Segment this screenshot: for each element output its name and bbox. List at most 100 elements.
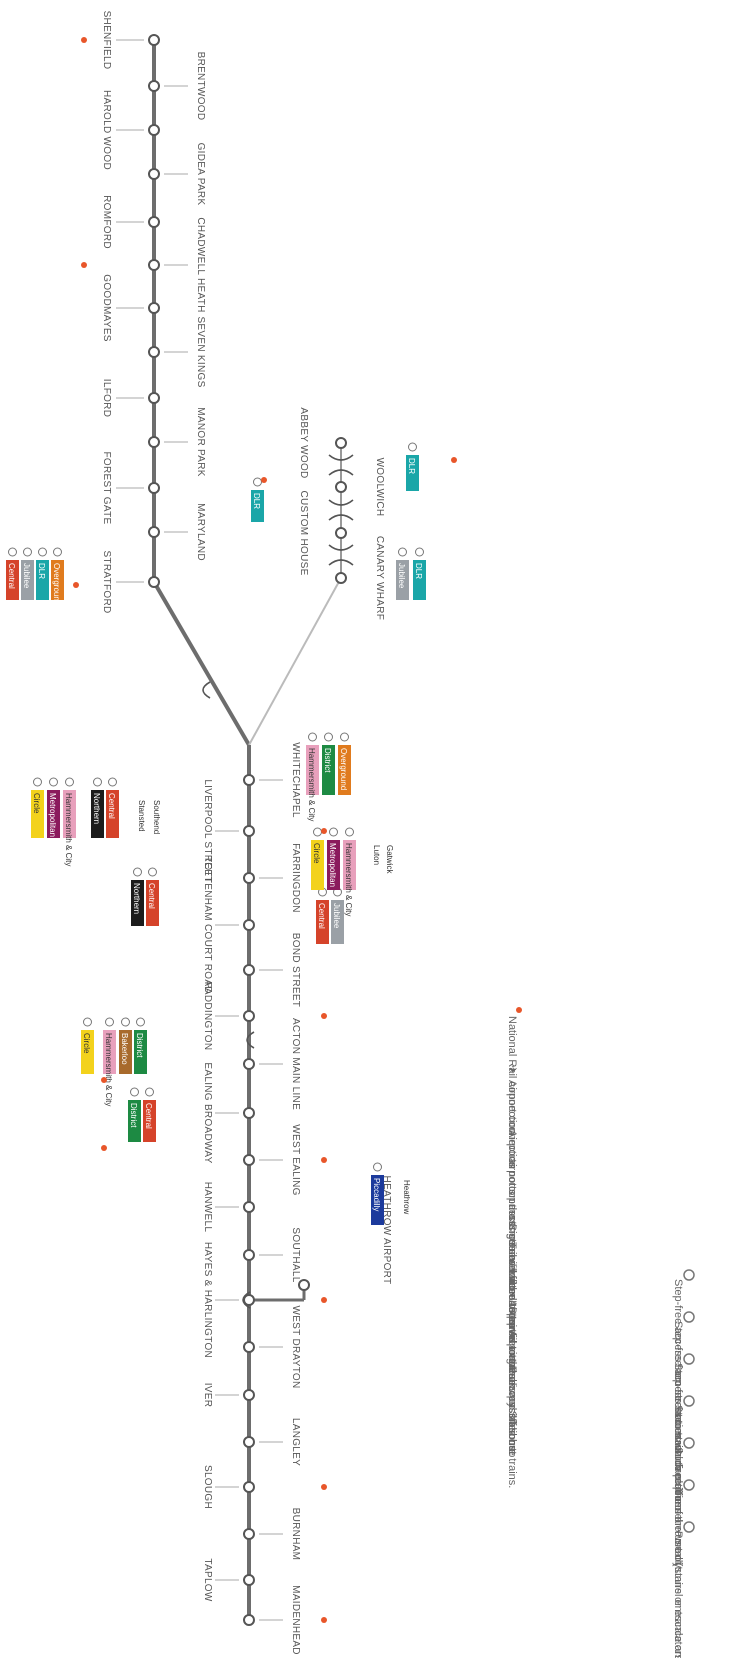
connection-label: Central: [317, 903, 326, 929]
connection-badge: Circle: [31, 777, 44, 838]
station-label: ROMFORD: [101, 195, 112, 249]
airport-label: Stansted: [137, 800, 146, 832]
connection-swatch: [103, 1030, 116, 1074]
portal-icon: [328, 499, 354, 506]
station-marker: [243, 1294, 255, 1306]
legend-item: Portal (tunnel entrance and exit): [672, 1531, 684, 1658]
station-marker: [148, 436, 160, 448]
legend-icon: [683, 1395, 695, 1407]
connection-badge: Central: [106, 777, 119, 838]
connection-label: Hammersmith & City: [344, 843, 353, 916]
connection-label: Overground: [339, 748, 348, 790]
station-label: ABBEY WOOD: [298, 407, 309, 478]
station-label: FOREST GATE: [101, 452, 112, 525]
national-rail-icon: [101, 1077, 107, 1083]
connection-swatch: [327, 840, 340, 890]
connection-swatch: [406, 455, 419, 491]
access-icon: [408, 442, 417, 452]
national-rail-icon: [321, 1617, 327, 1623]
portal-icon: [328, 454, 354, 461]
access-icon: [324, 732, 333, 742]
connection-badge: Central: [143, 1087, 156, 1142]
connection-swatch: [316, 900, 329, 944]
connection-badge: Circle: [81, 1017, 94, 1074]
station-marker: [243, 774, 255, 786]
access-icon: [53, 547, 62, 557]
station-label: CHADWELL HEATH: [195, 217, 206, 312]
connection-badge: District: [128, 1087, 141, 1142]
national-rail-icon: [101, 1145, 107, 1151]
station-marker: [335, 481, 347, 493]
national-rail-icon: [321, 1484, 327, 1490]
national-rail-icon: [321, 1013, 327, 1019]
connection-swatch: [21, 560, 34, 600]
connection-swatch: [371, 1175, 384, 1225]
station-label: WEST EALING: [290, 1124, 301, 1195]
station-marker: [148, 576, 160, 588]
station-marker: [335, 527, 347, 539]
connection-swatch: [311, 840, 324, 890]
access-icon: [148, 867, 157, 877]
access-icon: [49, 777, 58, 787]
connection-label: Hammersmith & City: [307, 748, 316, 821]
access-icon: [23, 547, 32, 557]
connection-swatch: [143, 1100, 156, 1142]
access-icon: [33, 777, 42, 787]
portal-icon: [328, 469, 354, 476]
access-icon: [308, 732, 317, 742]
station-label: MAIDENHEAD: [290, 1585, 301, 1655]
national-rail-icon: [261, 477, 267, 483]
legend-note-line: airports passengers will need to travel …: [506, 1158, 518, 1386]
connection-swatch: [134, 1030, 147, 1074]
connection-swatch: [119, 1030, 132, 1074]
station-label: MARYLAND: [195, 503, 206, 561]
connection-label: DLR: [414, 563, 423, 579]
access-icon: [415, 547, 424, 557]
station-marker: [243, 964, 255, 976]
connection-badge: Northern: [91, 777, 104, 838]
connection-badge: Overground: [338, 732, 351, 795]
connection-badge: Hammersmith & City: [306, 732, 319, 821]
legend-icon: [683, 1521, 695, 1533]
station-marker: [243, 1058, 255, 1070]
access-icon: [329, 827, 338, 837]
connection-label: Circle: [82, 1033, 91, 1054]
station-marker: [243, 1341, 255, 1353]
station-label: GOODMAYES: [101, 274, 112, 342]
station-label: SHENFIELD: [101, 11, 112, 70]
connection-swatch: [106, 790, 119, 838]
access-icon: [93, 777, 102, 787]
station-label: BOND STREET: [290, 933, 301, 1007]
connection-label: District: [135, 1033, 144, 1058]
station-label: HANWELL: [202, 1182, 213, 1233]
connection-label: District: [323, 748, 332, 773]
legend-item: Step-free access in direction of arrow o…: [672, 1363, 684, 1568]
connection-badge: Piccadilly: [371, 1162, 384, 1225]
station-label: TOTTENHAM COURT ROAD: [202, 856, 213, 994]
connection-swatch: [396, 560, 409, 600]
station-label: CUSTOM HOUSE: [298, 490, 309, 575]
connection-swatch: [47, 790, 60, 838]
connection-swatch: [31, 790, 44, 838]
station-label: FARRINGDON: [290, 843, 301, 913]
connection-badge: DLR: [406, 442, 419, 491]
legend-note-line: Airports not on the Crossrail route - to…: [506, 1130, 518, 1386]
station-label: HAROLD WOOD: [101, 90, 112, 170]
connection-label: Circle: [32, 793, 41, 814]
connection-badge: Overground: [51, 547, 64, 605]
station-label: SOUTHALL: [290, 1227, 301, 1282]
station-label: BRENTWOOD: [195, 52, 206, 121]
legend-item: Step-free access from street to train: [672, 1279, 684, 1454]
airport-label: Gatwick: [385, 845, 394, 874]
connection-swatch: [338, 745, 351, 795]
access-icon: [398, 547, 407, 557]
portal-icon: [328, 514, 354, 521]
legend-icon: [683, 1437, 695, 1449]
station-marker: [148, 34, 160, 46]
station-marker: [148, 124, 160, 136]
station-marker: [335, 572, 347, 584]
connection-swatch: [91, 790, 104, 838]
connection-swatch: [63, 790, 76, 838]
access-icon: [105, 1017, 114, 1027]
